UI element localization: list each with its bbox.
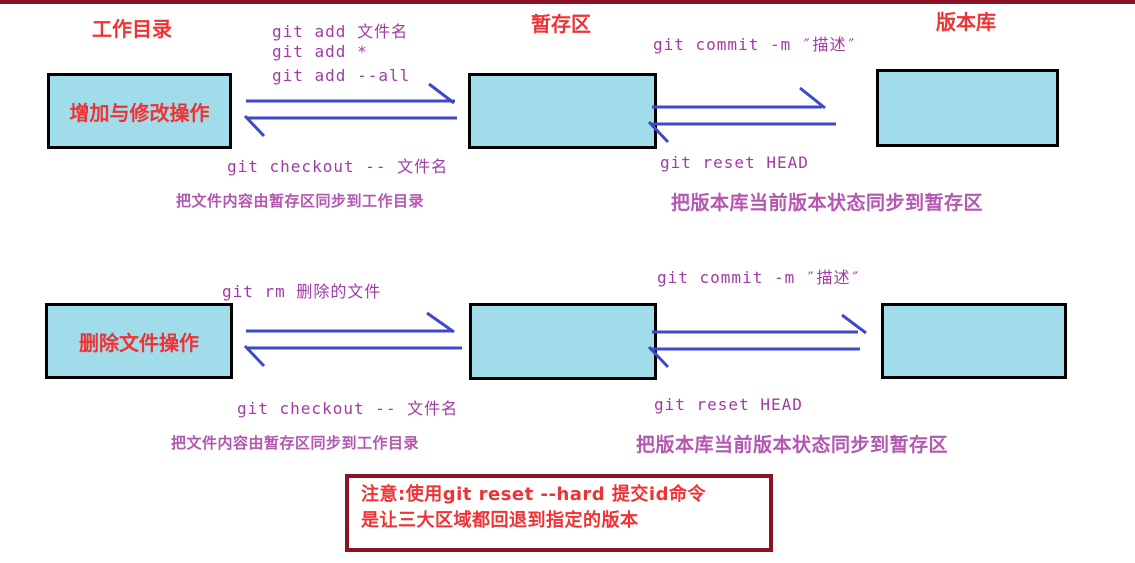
heading-repository: 版本库 (936, 10, 996, 34)
command-git-rm: git rm 删除的文件 (222, 282, 382, 301)
box-repository-bottom (881, 303, 1067, 379)
command-git-add-star: git add * (272, 42, 368, 61)
arrow-commit-forward-bottom-icon (652, 313, 867, 335)
box-staging-area-bottom (469, 303, 657, 380)
command-git-add-all: git add --all (272, 66, 411, 85)
note-checkout-sync-top: 把文件内容由暂存区同步到工作目录 (176, 192, 425, 210)
arrow-reset-back-icon (647, 120, 836, 144)
box-add-modify-operations: 增加与修改操作 (47, 73, 232, 149)
box-delete-file-label: 删除文件操作 (79, 330, 199, 355)
note-checkout-sync-bottom: 把文件内容由暂存区同步到工作目录 (171, 434, 420, 452)
arrow-rm-forward-icon (246, 311, 455, 334)
heading-staging-area: 暂存区 (531, 12, 591, 36)
command-git-reset-top: git reset HEAD (660, 153, 809, 172)
box-delete-file-operations: 删除文件操作 (45, 303, 233, 379)
command-git-commit-bottom: git commit -m ″描述″ (657, 268, 862, 287)
command-git-reset-bottom: git reset HEAD (654, 395, 803, 414)
command-git-add-file: git add 文件名 (272, 22, 409, 41)
box-repository-top (876, 69, 1059, 147)
note-line-2: 是让三大区域都回退到指定的版本 (361, 510, 639, 531)
arrow-checkout-back-icon (243, 114, 457, 138)
arrow-commit-forward-icon (652, 86, 826, 110)
note-box: 注意:使用git reset --hard 提交id命令 是让三大区域都回退到指… (345, 474, 773, 552)
note-line-1: 注意:使用git reset --hard 提交id命令 (361, 484, 706, 505)
arrow-reset-back-bottom-icon (647, 345, 860, 369)
command-git-commit-top: git commit -m ″描述″ (653, 35, 858, 54)
heading-working-directory: 工作目录 (92, 17, 172, 41)
box-add-modify-label: 增加与修改操作 (69, 100, 210, 125)
arrow-checkout-back-bottom-icon (243, 344, 462, 368)
command-git-checkout-top: git checkout -- 文件名 (227, 157, 449, 176)
section-divider (0, 0, 1135, 4)
note-reset-sync-top: 把版本库当前版本状态同步到暂存区 (671, 192, 984, 214)
note-reset-sync-bottom: 把版本库当前版本状态同步到暂存区 (636, 434, 949, 456)
command-git-checkout-bottom: git checkout -- 文件名 (237, 399, 459, 418)
arrow-add-forward-icon (246, 82, 455, 105)
box-staging-area-top (468, 73, 657, 149)
